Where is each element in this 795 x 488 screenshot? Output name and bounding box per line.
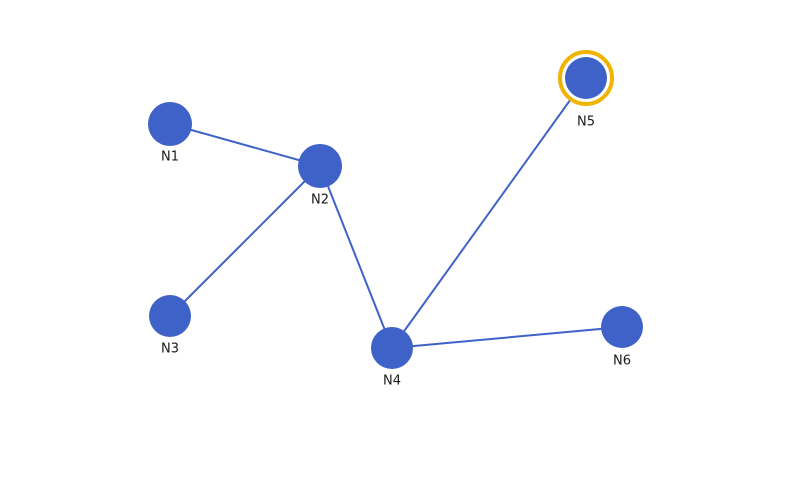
graph-node[interactable] [601, 306, 643, 348]
graph-node[interactable] [371, 327, 413, 369]
selection-ring [558, 50, 614, 106]
node-layer [148, 50, 643, 369]
graph-edge[interactable] [319, 165, 393, 349]
graph-node[interactable] [148, 102, 192, 146]
graph-node[interactable] [298, 144, 342, 188]
graph-edge[interactable] [169, 123, 321, 167]
node-label: N4 [383, 374, 401, 389]
selection-ring-gap [561, 53, 611, 103]
node-label: N3 [161, 342, 179, 357]
node-label: N2 [311, 193, 329, 208]
graph-edge[interactable] [391, 77, 587, 349]
node-label: N5 [577, 115, 595, 130]
graph-edge[interactable] [391, 326, 623, 349]
node-label: N1 [161, 150, 179, 165]
graph-node[interactable] [149, 295, 191, 337]
graph-node[interactable] [565, 57, 607, 99]
node-label: N6 [613, 354, 631, 369]
graph-edge[interactable] [169, 165, 321, 317]
edge-layer [169, 77, 623, 349]
